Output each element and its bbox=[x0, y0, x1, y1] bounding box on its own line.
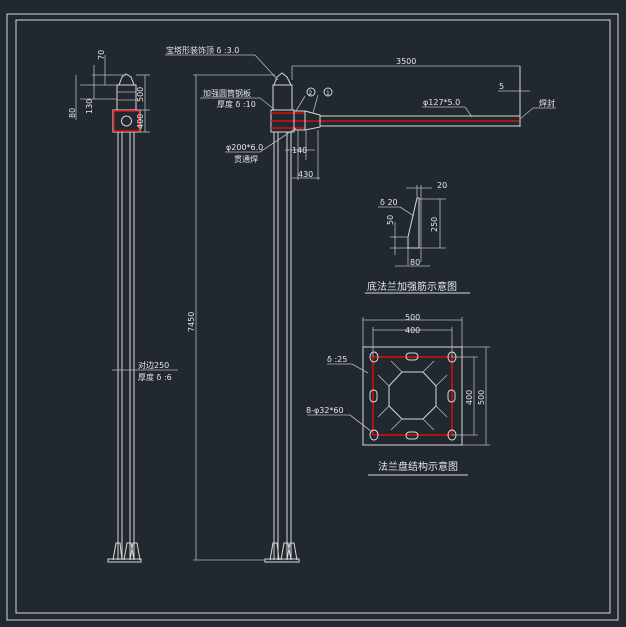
dim-70: 70 bbox=[97, 50, 106, 60]
shaft-note-size: 对边250 bbox=[138, 360, 169, 370]
dim-430: 430 bbox=[298, 170, 313, 179]
rib-detail bbox=[365, 185, 470, 294]
pipe-weld-note: 贯通焊 bbox=[234, 154, 258, 164]
side-flange-red bbox=[113, 110, 140, 132]
dim-arm-3500: 3500 bbox=[396, 57, 416, 66]
rib-dim-bottom: 80 bbox=[410, 258, 420, 267]
plate-thickness: 厚度 δ :10 bbox=[217, 99, 256, 109]
dim-end-5: 5 bbox=[499, 82, 504, 91]
callout-2: 2 bbox=[309, 90, 313, 97]
flange-dim-outer-height: 500 bbox=[477, 390, 486, 405]
weld-seal-note: 焊封 bbox=[539, 98, 555, 108]
flange-thickness: δ :25 bbox=[327, 355, 347, 364]
dim-140: 140 bbox=[292, 146, 307, 155]
pipe-note: φ200*6.0 bbox=[226, 143, 263, 152]
cap-note: 宝塔形装饰顶 δ :3.0 bbox=[166, 45, 239, 55]
outer-frame bbox=[6, 13, 619, 621]
flange-dim-inner-height: 400 bbox=[465, 390, 474, 405]
flange-holes: 8-φ32*60 bbox=[306, 406, 344, 415]
inner-frame bbox=[15, 19, 611, 614]
dim-height-7450: 7450 bbox=[187, 312, 196, 332]
flange-detail bbox=[307, 317, 490, 476]
side-view-pole bbox=[75, 55, 150, 563]
rib-dim-height: 250 bbox=[430, 217, 439, 232]
callout-1: 1 bbox=[326, 90, 330, 97]
front-view-pole bbox=[165, 54, 556, 563]
dim-400: 400 bbox=[136, 114, 145, 129]
flange-dim-outer-width: 500 bbox=[405, 313, 420, 322]
rib-dim-top: 20 bbox=[437, 181, 447, 190]
callout-circle-2 bbox=[306, 87, 316, 97]
flange-dim-inner-width: 400 bbox=[405, 326, 420, 335]
flange-detail-title: 法兰盘结构示意图 bbox=[378, 460, 458, 473]
plate-note: 加强圆筒钢板 bbox=[203, 88, 251, 98]
arm-pipe-note: φ127*5.0 bbox=[423, 98, 460, 107]
shaft-note-thickness: 厚度 δ :6 bbox=[138, 372, 172, 382]
rib-dim-side: 50 bbox=[386, 215, 395, 225]
dim-130: 130 bbox=[85, 99, 94, 114]
callout-circle-1 bbox=[323, 87, 333, 97]
dim-80: 80 bbox=[68, 108, 77, 118]
dim-500: 500 bbox=[136, 87, 145, 102]
rib-detail-title: 底法兰加强筋示意图 bbox=[367, 280, 457, 293]
rib-thickness: δ 20 bbox=[380, 198, 398, 207]
